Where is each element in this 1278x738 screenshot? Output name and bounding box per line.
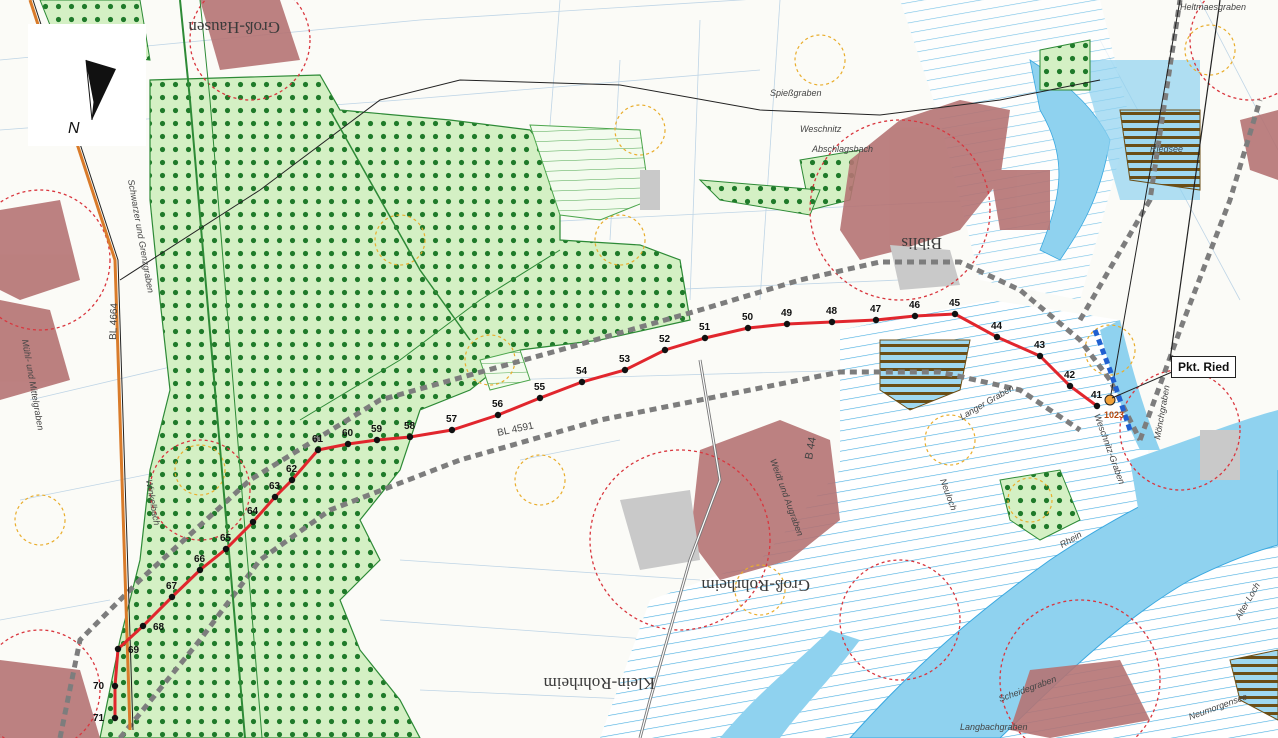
tower-point[interactable] (872, 316, 880, 324)
tower-point[interactable] (222, 545, 230, 553)
tower-number-label: 57 (446, 414, 458, 425)
tower-point[interactable] (344, 440, 352, 448)
tower-number-label: 44 (991, 321, 1003, 332)
tower-point[interactable] (951, 310, 959, 318)
waterway-label: Weschnitz (800, 124, 842, 134)
town-label-gross-hausen: Groß-Hausen (188, 18, 280, 37)
tower-point[interactable] (1093, 402, 1101, 410)
industrial-areas (620, 170, 1240, 570)
tower-number-label: 52 (659, 334, 671, 345)
waterway-label: Langbachgraben (960, 722, 1028, 732)
hatched-areas (879, 109, 1278, 721)
tower-number-label: 71 (93, 713, 105, 724)
tower-point[interactable] (661, 346, 669, 354)
tower-number-label: 56 (492, 399, 504, 410)
rhine-river (720, 59, 1278, 738)
town-label-klein-rohrheim: Klein-Rohrheim (544, 674, 655, 693)
pkt-ried-leader (1111, 371, 1173, 399)
station-label: 1023 (1104, 410, 1124, 420)
route-overlay: 41 42 43 44 45 46 47 48 49 50 51 52 53 54 55 56 57 58 59 60… (93, 298, 1103, 724)
tower-point[interactable] (314, 446, 322, 454)
tower-number-label: 47 (870, 304, 882, 315)
tower-point[interactable] (406, 433, 414, 441)
tower-point[interactable] (111, 682, 119, 690)
tower-number-label: 69 (128, 645, 140, 656)
tower-point[interactable] (114, 645, 122, 653)
tower-number-label: 49 (781, 308, 793, 319)
tower-point[interactable] (1066, 382, 1074, 390)
tower-point[interactable] (578, 378, 586, 386)
tower-point[interactable] (536, 394, 544, 402)
tower-number-label: 58 (404, 421, 416, 432)
tower-number-label: 42 (1064, 370, 1076, 381)
tower-point[interactable] (744, 324, 752, 332)
tower-point[interactable] (621, 366, 629, 374)
tower-point[interactable] (494, 411, 502, 419)
tower-number-label: 54 (576, 366, 588, 377)
tower-number-label: 50 (742, 312, 754, 323)
tower-number-label: 48 (826, 306, 838, 317)
tower-number-label: 65 (220, 533, 232, 544)
tower-number-label: 45 (949, 298, 961, 309)
tower-point[interactable] (168, 593, 176, 601)
station-marker[interactable] (1104, 394, 1116, 406)
tower-point[interactable] (196, 566, 204, 574)
pkt-ried-label: Pkt. Ried (1171, 356, 1237, 378)
tower-point[interactable] (139, 622, 147, 630)
tower-number-label: 70 (93, 681, 105, 692)
tower-number-label: 60 (342, 428, 354, 439)
tower-point[interactable] (271, 493, 279, 501)
tower-number-label: 64 (247, 506, 259, 517)
waterway-label: Spießgraben (770, 88, 822, 98)
road-label: BL 4664 (108, 302, 120, 340)
tower-number-label: 59 (371, 424, 383, 435)
tower-number-label: 41 (1091, 390, 1103, 401)
tower-number-label: 55 (534, 382, 546, 393)
tower-number-label: 63 (269, 481, 281, 492)
tower-number-label: 68 (153, 622, 165, 633)
tower-point[interactable] (701, 334, 709, 342)
tower-point[interactable] (448, 426, 456, 434)
road-label: BL 4591 (496, 420, 535, 439)
tower-point[interactable] (373, 436, 381, 444)
town-label-gross-rohrheim: Groß-Rohrheim (701, 576, 810, 595)
blue-dashed-segment (1092, 329, 1133, 431)
tower-point[interactable] (783, 320, 791, 328)
tower-point[interactable] (993, 333, 1001, 341)
tower-number-label: 61 (312, 434, 324, 445)
tower-number-label: 67 (166, 581, 178, 592)
tower-number-label: 62 (286, 464, 298, 475)
orange-buffer-circles (14, 24, 1236, 616)
town-label-biblis: Biblis (901, 234, 942, 253)
north-label: N (68, 120, 80, 137)
waterway-label: Abschlagsbach (811, 144, 873, 154)
tower-point[interactable] (828, 318, 836, 326)
tower-point[interactable] (1036, 352, 1044, 360)
tower-number-label: 66 (194, 554, 206, 565)
tower-point[interactable] (288, 476, 296, 484)
road-label: B 44 (803, 436, 819, 460)
tower-number-label: 46 (909, 300, 921, 311)
tower-point[interactable] (911, 312, 919, 320)
tower-point[interactable] (249, 518, 257, 526)
north-arrow: N (28, 24, 146, 146)
waterway-label: Riedsee (1150, 144, 1183, 154)
tower-number-label: 51 (699, 322, 711, 333)
corridor-boundaries (57, 0, 1263, 738)
tower-point[interactable] (111, 714, 119, 722)
north-arrow-icon (85, 59, 116, 121)
waterway-label: Heltmaesgraben (1180, 2, 1246, 12)
tower-number-label: 53 (619, 354, 631, 365)
tower-number-label: 43 (1034, 340, 1046, 351)
